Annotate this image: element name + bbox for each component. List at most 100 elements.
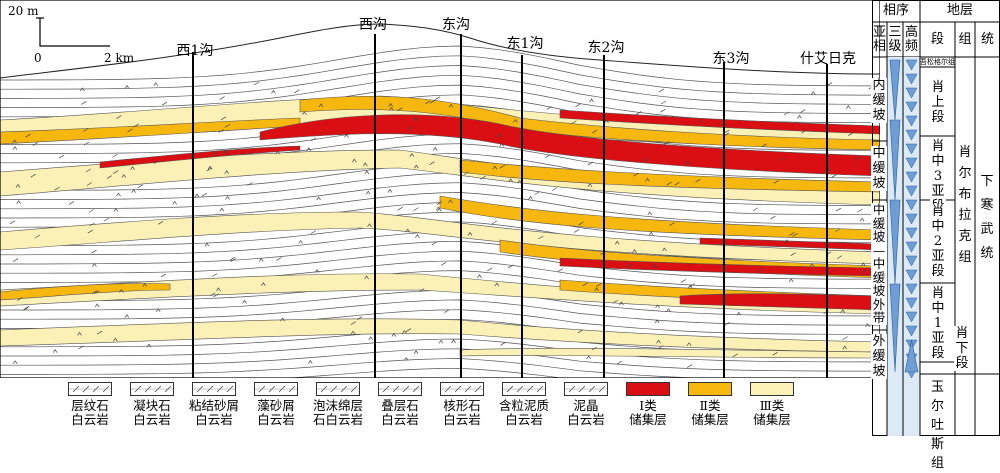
lithology-symbol	[500, 342, 506, 346]
lithology-symbol	[261, 282, 266, 286]
lithology-symbol	[12, 146, 18, 150]
lithology-symbol	[589, 98, 594, 103]
legend-swatch-res2	[688, 382, 732, 396]
lithology-symbol	[674, 181, 680, 186]
legend-label: 储集层	[629, 412, 667, 427]
bedding-line	[0, 348, 880, 372]
lithology-symbol	[809, 262, 815, 267]
lithology-symbol	[619, 301, 624, 306]
legend-pattern-micrite	[565, 385, 607, 393]
lithology-symbol	[103, 217, 109, 222]
legend-pattern-oncolite	[441, 385, 483, 393]
lithology-symbol	[429, 99, 436, 104]
lithology-symbol	[784, 239, 790, 244]
lithology-symbol	[534, 191, 540, 195]
lithology-symbol	[81, 101, 87, 105]
lithology-symbol	[756, 268, 763, 272]
legend-label: 白云岩	[71, 412, 109, 427]
subfacies-inner-ramp: 内缓坡	[871, 78, 887, 123]
reservoir-band	[99, 145, 301, 169]
lithology-symbol	[368, 336, 374, 341]
lithology-symbol	[91, 290, 98, 295]
lithology-symbol	[306, 147, 312, 152]
lithology-symbol	[80, 87, 85, 92]
reservoir-band	[0, 273, 880, 315]
legend-label: 白云岩	[381, 412, 419, 427]
lithology-symbol	[91, 249, 97, 254]
reservoir-band	[0, 211, 880, 265]
well-label-dong2: 东2沟	[587, 40, 625, 56]
lithology-symbol	[32, 142, 38, 146]
lithology-symbol	[119, 288, 124, 293]
reservoir-band	[459, 347, 880, 359]
legend: 层纹石白云岩凝块石白云岩粘结砂屑白云岩藻砂屑白云岩泡沫绵层石白云岩叠层石白云岩核…	[60, 380, 840, 436]
lithology-symbol	[689, 283, 695, 288]
lithology-symbol	[194, 193, 200, 198]
stratigraphic-column: 相序 地层 亚相 三级 高频 段 组 统 内缓坡 中缓坡 中缓坡—中缓坡外带 外…	[871, 0, 1000, 471]
lithology-symbol	[172, 200, 177, 205]
lithology-symbol	[431, 241, 437, 246]
legend-item-res3: Ⅲ类储集层	[742, 380, 802, 427]
high-freq-triangle	[905, 73, 918, 85]
bedding-line	[0, 55, 880, 96]
legend-label: 储集层	[753, 412, 791, 427]
lithology-symbol	[389, 106, 394, 111]
lithology-symbol	[840, 308, 846, 313]
lithology-symbol	[204, 242, 210, 247]
high-freq-triangle	[905, 269, 918, 281]
member-wusonggeer: 吾松格尔组	[920, 58, 955, 66]
member-xiao-mid3: 肖中3亚段	[930, 139, 946, 214]
bedding-line	[0, 338, 880, 363]
lithology-symbol	[316, 196, 321, 201]
legend-item-grain-muddy: 含粒泥质白云岩	[494, 380, 554, 427]
lithology-symbol	[247, 182, 253, 186]
lithology-symbol	[388, 102, 393, 107]
lithology-symbol	[797, 114, 802, 119]
lithology-symbol	[16, 200, 21, 205]
bedding-line	[0, 45, 880, 87]
lithology-symbol	[425, 100, 431, 105]
lithology-symbol	[865, 323, 870, 327]
lithology-symbol	[30, 173, 36, 178]
header-series: 统	[980, 32, 994, 47]
scale-horizontal-label: 2 km	[104, 51, 135, 65]
lithology-symbol	[121, 174, 127, 178]
legend-label: 泥晶	[573, 398, 599, 413]
third-order-triangle	[889, 283, 901, 373]
lithology-symbol	[17, 297, 23, 301]
well-label-dong3: 东3沟	[712, 51, 750, 67]
legend-label: Ⅲ类	[759, 398, 785, 413]
lithology-symbol	[861, 269, 867, 274]
lithology-symbol	[12, 360, 18, 365]
lithology-symbol	[413, 117, 418, 121]
column-frame	[872, 0, 1000, 436]
lithology-symbol	[82, 128, 89, 132]
lithology-symbol	[788, 278, 794, 283]
header-high-freq: 高频	[904, 25, 918, 54]
lithology-symbol	[658, 345, 664, 349]
lithology-symbol	[213, 293, 219, 298]
legend-pattern-foam-sponge	[317, 385, 359, 393]
lithology-symbol	[405, 328, 412, 333]
bedding-line	[0, 182, 880, 216]
subfacies-outer-ramp: 外缓坡	[871, 334, 887, 379]
lithology-symbol	[790, 252, 796, 257]
high-freq-triangle	[905, 297, 918, 309]
lithology-symbol	[413, 350, 419, 354]
lithology-symbol	[792, 233, 798, 237]
lithology-symbol	[773, 179, 780, 184]
lithology-symbol	[831, 174, 837, 178]
member-xiao-lower: 肖下段	[954, 326, 970, 371]
legend-label: 含粒泥质	[498, 398, 549, 413]
lithology-symbol	[732, 353, 738, 358]
legend-label: Ⅰ类	[639, 398, 657, 413]
high-freq-triangle	[905, 199, 918, 211]
lithology-symbol	[724, 129, 730, 134]
reservoir-band	[559, 257, 880, 277]
lithology-symbol	[88, 209, 94, 213]
lithology-symbol	[363, 162, 368, 167]
reservoir-band	[679, 293, 880, 311]
lithology-symbol	[146, 343, 152, 348]
legend-swatch-algal-sandy	[254, 382, 298, 396]
lithology-symbol	[528, 195, 533, 200]
